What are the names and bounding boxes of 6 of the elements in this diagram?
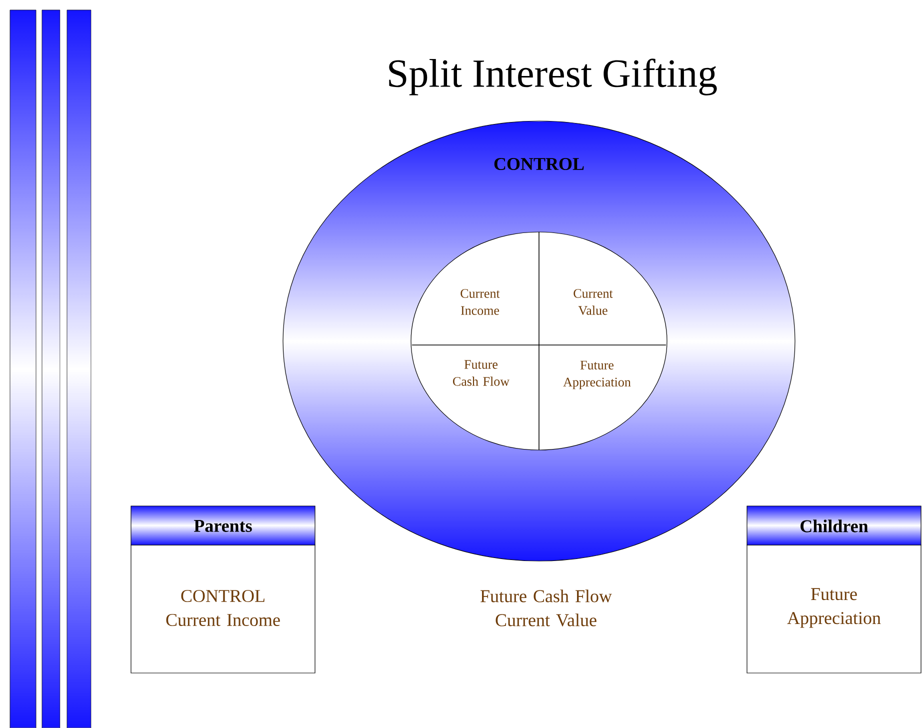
node-label: Children [800, 520, 868, 532]
title: Split Interest Gifting [389, 58, 717, 96]
node-label: Parents [194, 520, 252, 532]
titled-box: Parents CONTROL Current Income [130, 506, 316, 674]
titled-box: Children Future Appreciation [746, 506, 922, 674]
note-text: Future Cash Flow Current Value [480, 590, 612, 626]
